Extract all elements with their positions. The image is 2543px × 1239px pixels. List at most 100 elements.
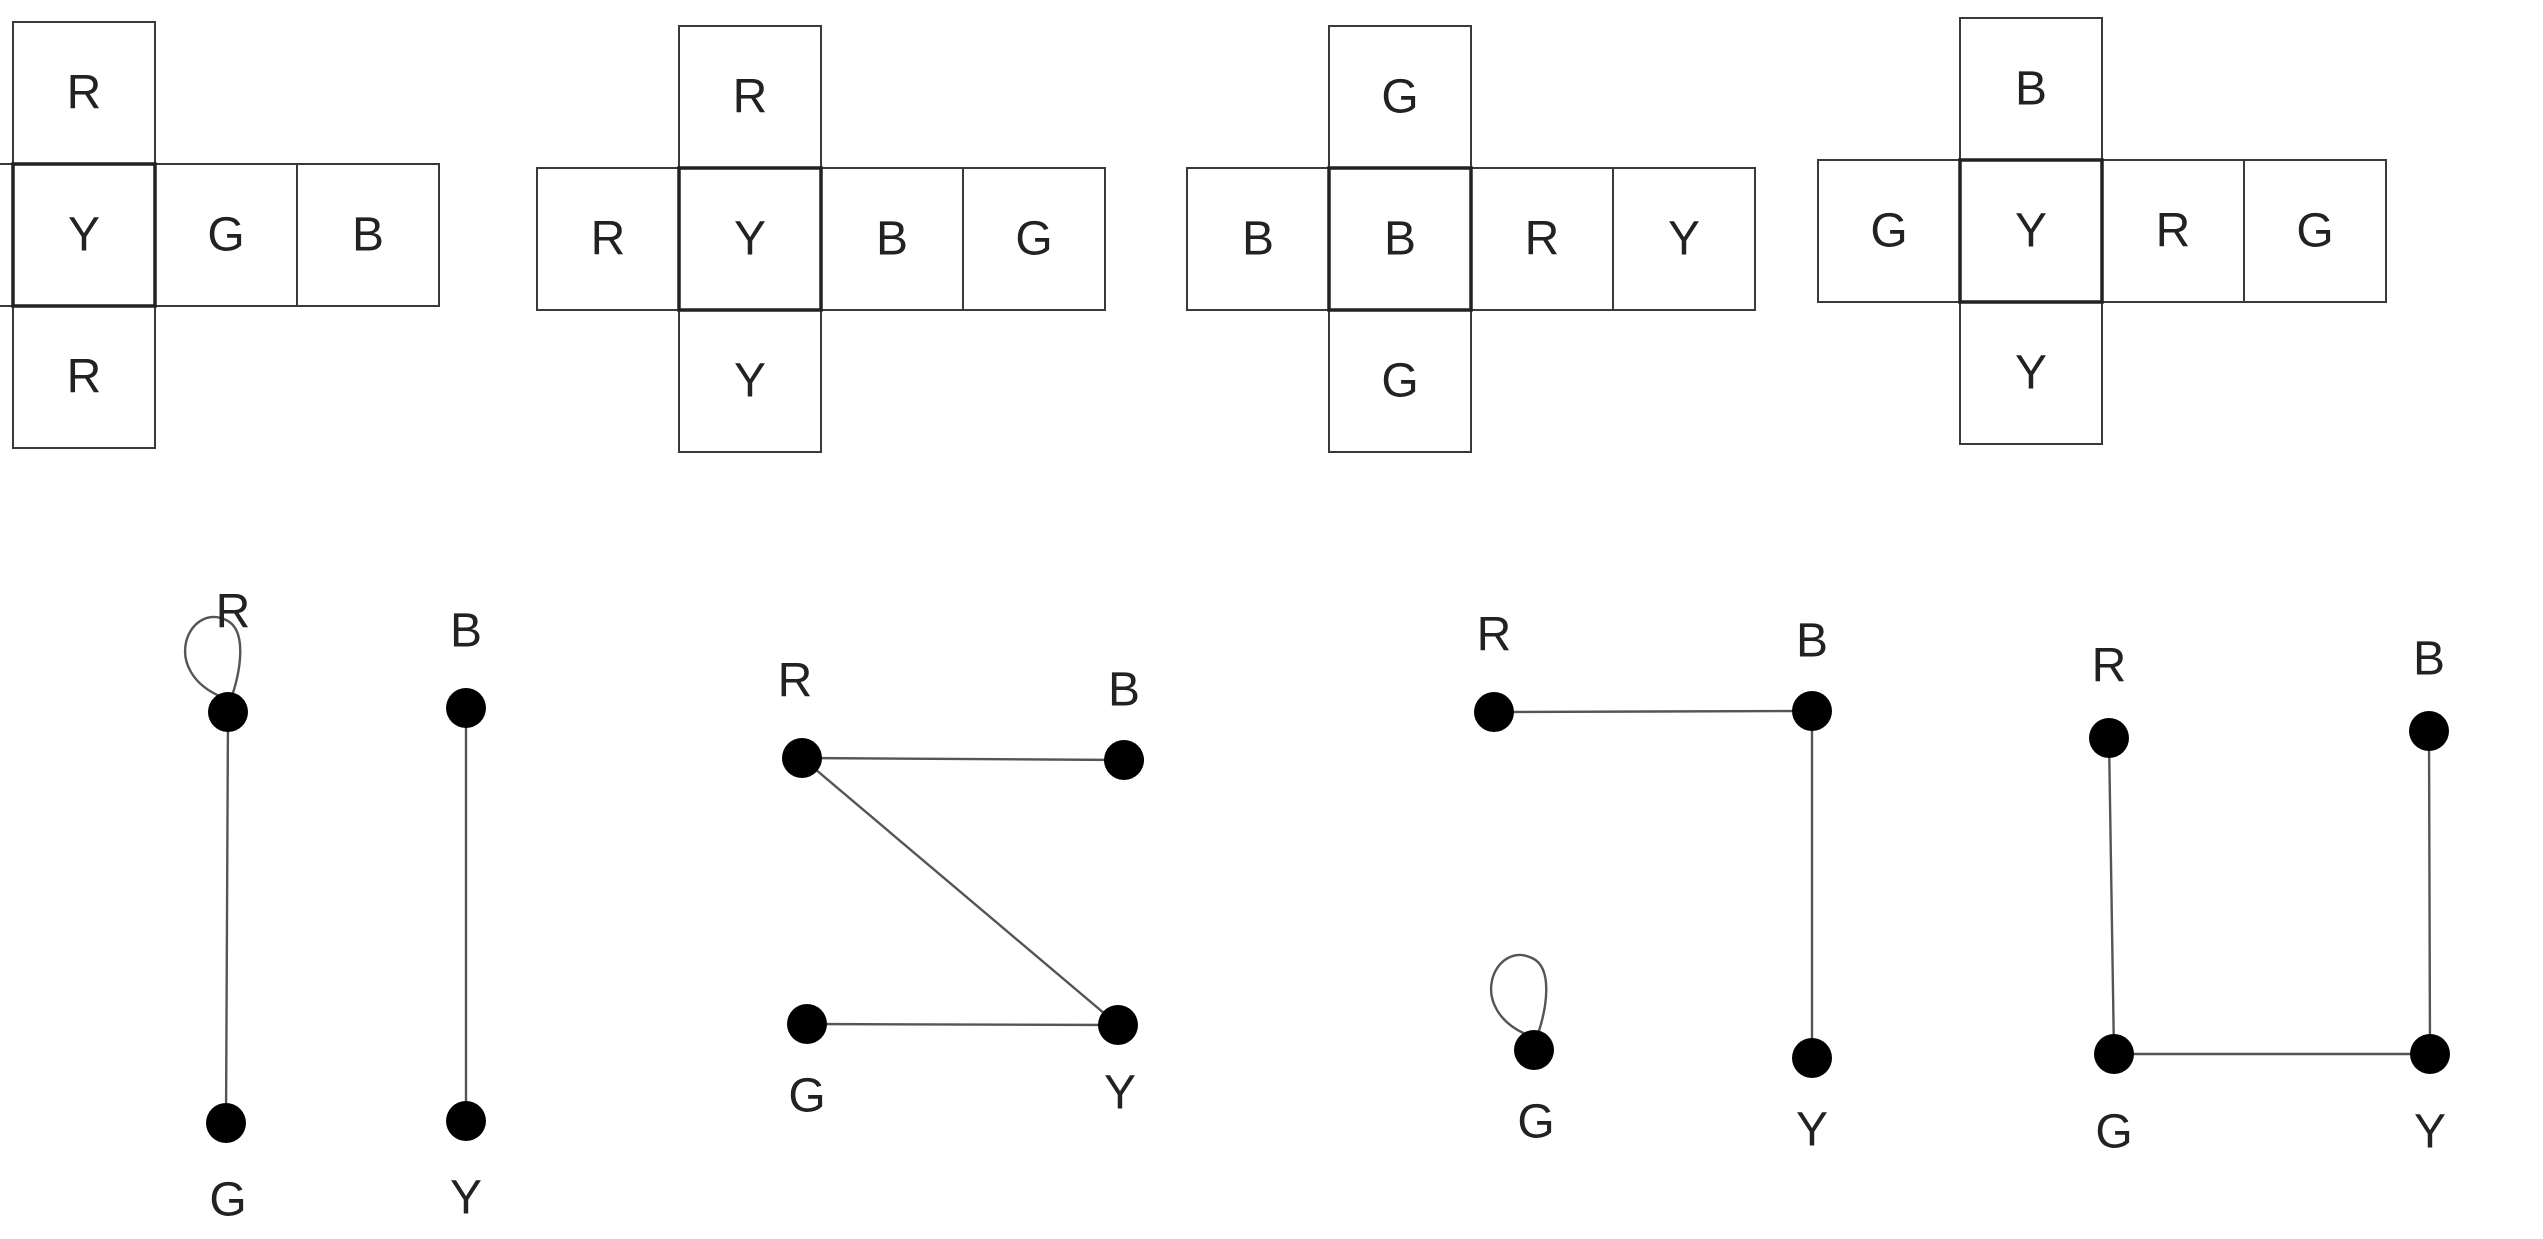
face-square	[1470, 167, 1614, 311]
face-letter: B	[1384, 213, 1416, 266]
face-letter: G	[2296, 205, 2333, 258]
face-letter: B	[352, 209, 384, 262]
net-face-right1: G	[154, 163, 298, 307]
node-label-Y: Y	[1796, 1104, 1828, 1157]
node-R	[782, 738, 822, 778]
face-square	[678, 167, 822, 311]
edge-R-G	[224, 711, 230, 1124]
face-letter: Y	[2015, 205, 2047, 258]
face-square	[2101, 159, 2245, 303]
net-face-right1: B	[820, 167, 964, 311]
node-label-B: B	[1108, 664, 1140, 717]
node-label-B: B	[450, 605, 482, 658]
node-label-R: R	[2092, 640, 2127, 693]
node-R	[208, 692, 248, 732]
face-letter: B	[2015, 63, 2047, 116]
net-face-bottom: G	[1328, 309, 1472, 453]
face-letter: G	[1870, 205, 1907, 258]
face-square	[820, 167, 964, 311]
face-square	[2243, 159, 2387, 303]
node-Y	[1792, 1038, 1832, 1078]
node-B	[1104, 740, 1144, 780]
face-letter: R	[591, 213, 626, 266]
net-face-bottom: R	[12, 305, 156, 449]
net-face-right2: G	[2243, 159, 2387, 303]
face-square	[296, 163, 440, 307]
net-face-right1: R	[2101, 159, 2245, 303]
net-face-top: R	[12, 21, 156, 165]
center-face-outline	[1327, 166, 1473, 312]
face-square	[1817, 159, 1961, 303]
face-letter: Y	[734, 213, 766, 266]
edge-R-B	[801, 756, 1125, 762]
face-square	[12, 163, 156, 307]
node-R	[1474, 692, 1514, 732]
edge-G-Y	[806, 1022, 1119, 1027]
face-square	[1328, 167, 1472, 311]
net-face-right1: R	[1470, 167, 1614, 311]
node-label-G: G	[209, 1174, 246, 1227]
face-letter: Y	[1668, 213, 1700, 266]
face-square	[12, 21, 156, 165]
node-label-Y: Y	[1104, 1067, 1136, 1120]
node-label-R: R	[1477, 609, 1512, 662]
node-G	[787, 1004, 827, 1044]
graph-3: R B G Y	[1474, 609, 1832, 1157]
face-square	[1959, 17, 2103, 161]
net-face-center: Y	[1959, 159, 2103, 303]
node-G	[2094, 1034, 2134, 1074]
face-square	[154, 163, 298, 307]
edge-B-Y	[2427, 730, 2432, 1055]
net-face-left: B	[1186, 167, 1330, 311]
net-face-center: B	[1328, 167, 1472, 311]
edge-R-Y	[801, 757, 1119, 1026]
node-label-B: B	[2413, 633, 2445, 686]
net-face-center: Y	[12, 163, 156, 307]
face-letter: R	[733, 71, 768, 124]
face-square	[678, 309, 822, 453]
node-Y	[446, 1101, 486, 1141]
net-face-top: R	[678, 25, 822, 169]
center-face-outline	[677, 166, 823, 312]
face-letter: R	[1525, 213, 1560, 266]
self-loop-G	[1489, 954, 1548, 1038]
net-face-left: R	[0, 163, 14, 307]
net-face-top: G	[1328, 25, 1472, 169]
net-face-left: R	[536, 167, 680, 311]
node-B	[2409, 711, 2449, 751]
face-square	[536, 167, 680, 311]
node-G	[206, 1103, 246, 1143]
node-label-Y: Y	[450, 1172, 482, 1225]
node-label-G: G	[2095, 1106, 2132, 1159]
node-Y	[1098, 1005, 1138, 1045]
face-letter: R	[67, 351, 102, 404]
net-face-top: B	[1959, 17, 2103, 161]
edge-R-B	[1493, 709, 1813, 714]
node-G	[1514, 1030, 1554, 1070]
face-letter: B	[1242, 213, 1274, 266]
face-square	[678, 25, 822, 169]
center-face-outline	[1958, 158, 2104, 304]
node-B	[1792, 691, 1832, 731]
face-square	[1186, 167, 1330, 311]
self-loop-R	[183, 616, 242, 700]
graph-4: R B G Y	[2089, 633, 2450, 1159]
face-letter: Y	[2015, 347, 2047, 400]
cube-nets-row: RRYGBRRRYBGYGBBRYGBGYRGY	[0, 17, 2387, 453]
face-letter: G	[1015, 213, 1052, 266]
net-face-right2: Y	[1612, 167, 1756, 311]
face-square	[12, 305, 156, 449]
graph-1: R B G Y	[183, 586, 486, 1227]
node-label-G: G	[788, 1070, 825, 1123]
node-label-B: B	[1796, 615, 1828, 668]
face-letter: B	[876, 213, 908, 266]
node-label-G: G	[1517, 1096, 1554, 1149]
node-Y	[2410, 1034, 2450, 1074]
node-label-R: R	[216, 586, 251, 639]
node-label-Y: Y	[2414, 1106, 2446, 1159]
